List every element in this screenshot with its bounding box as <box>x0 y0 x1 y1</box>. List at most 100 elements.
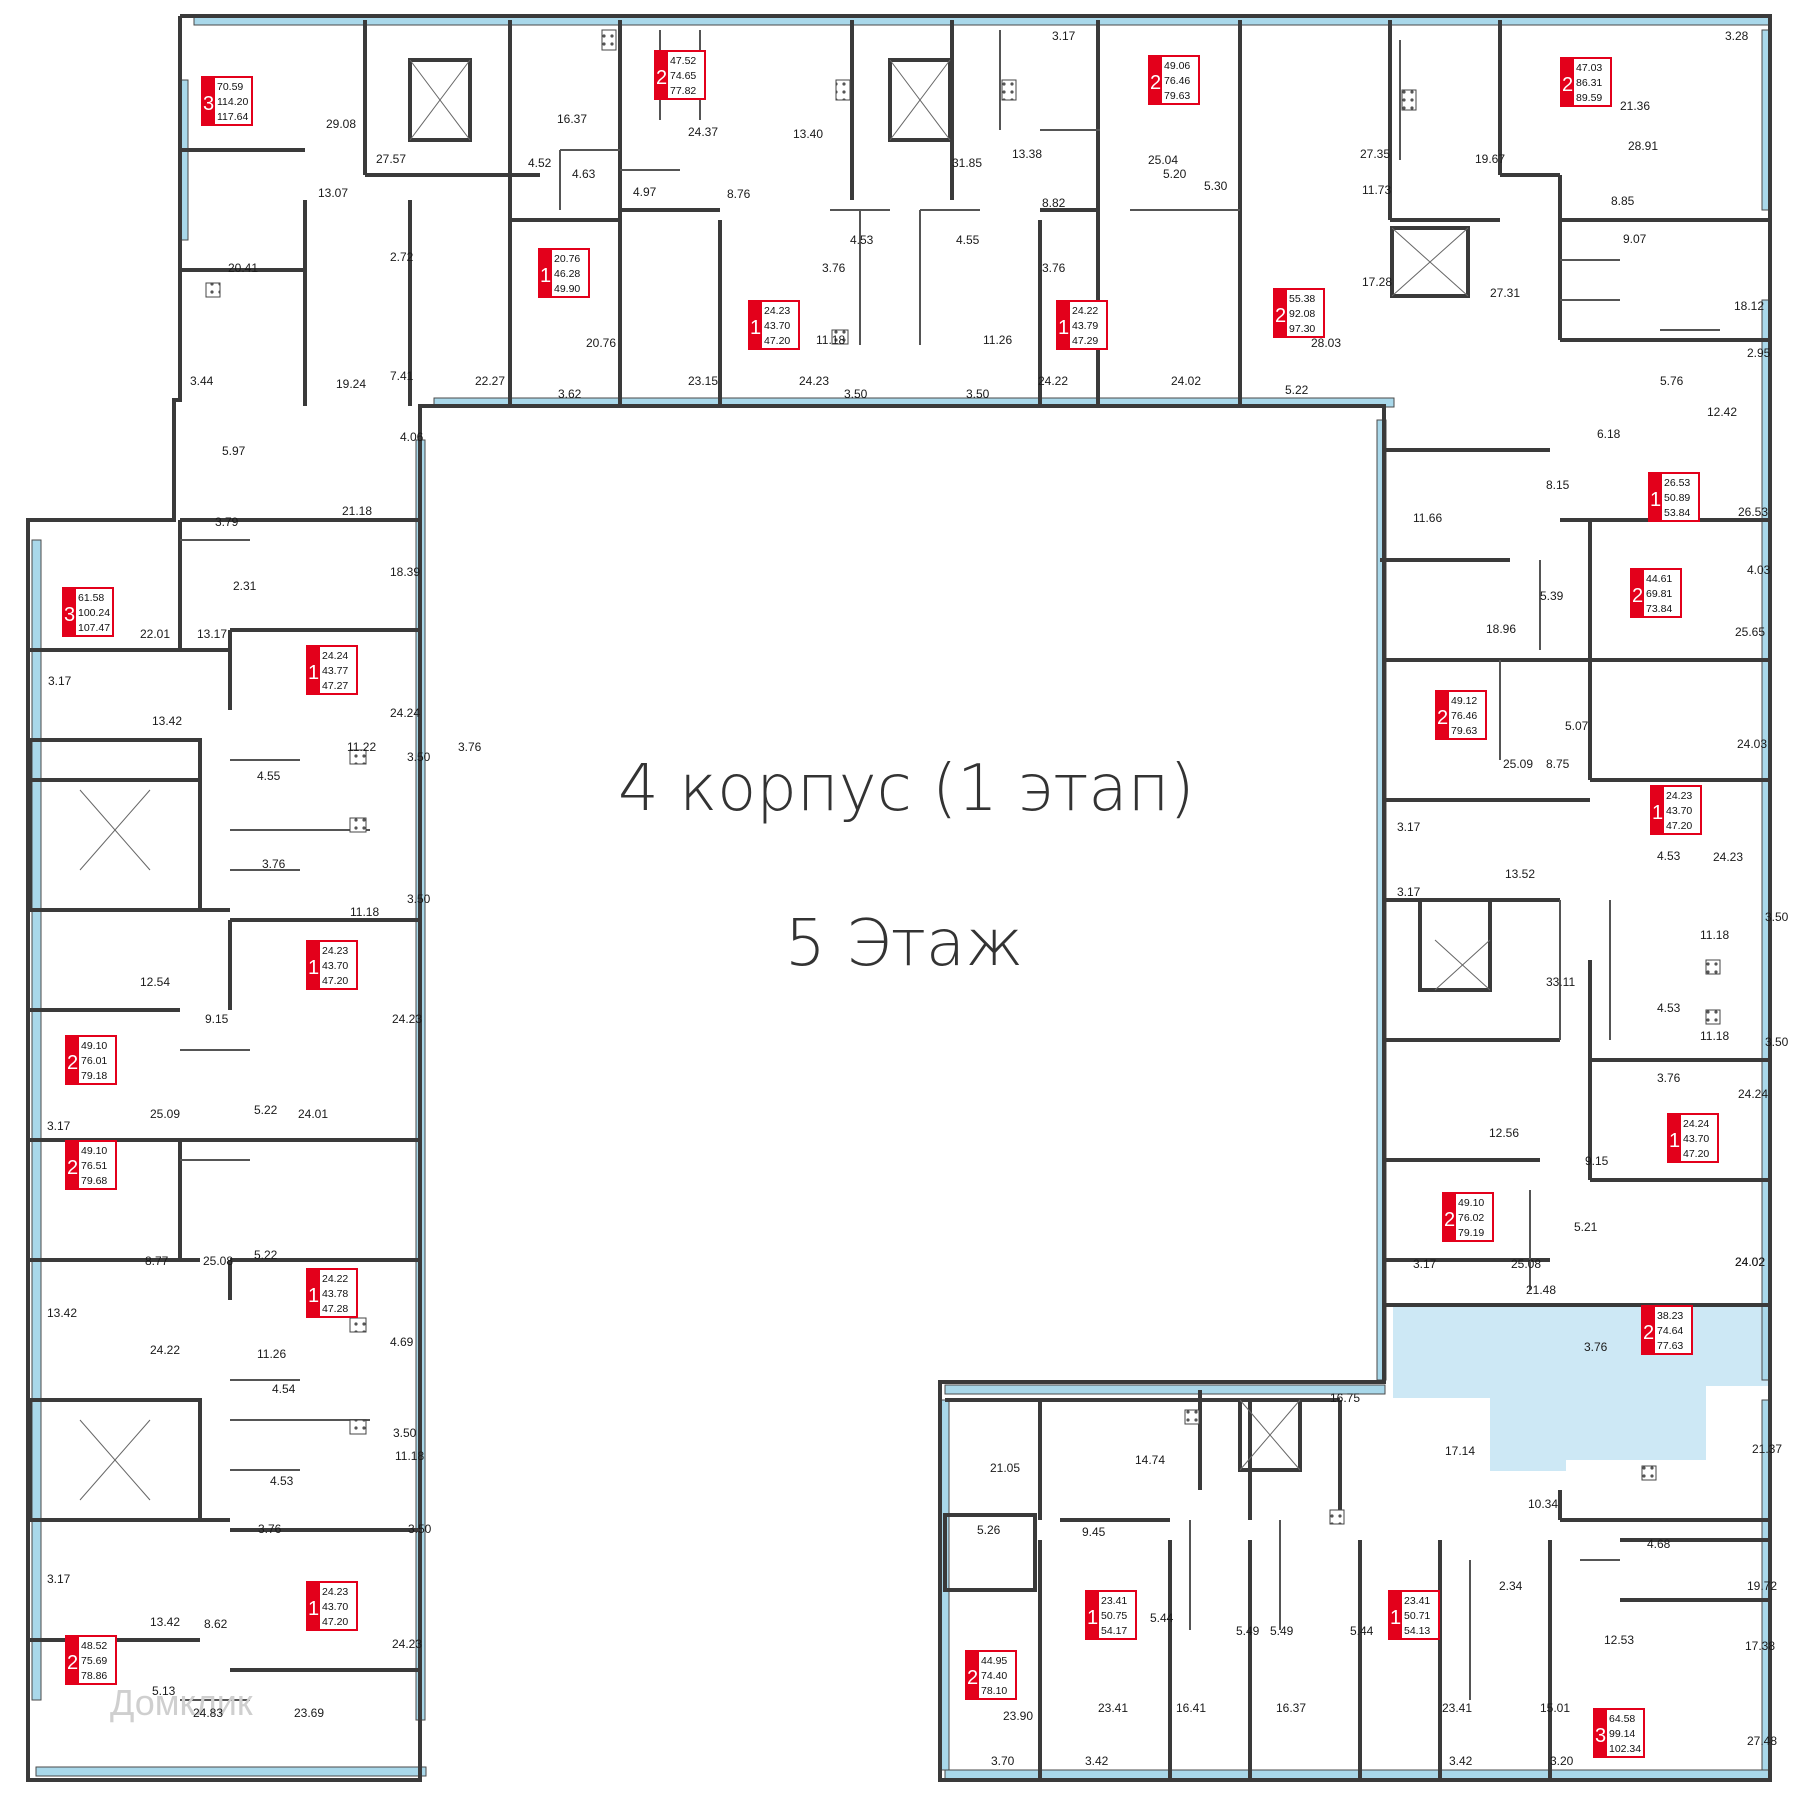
room-area-label: 3.76 <box>258 1522 282 1536</box>
total-area-with-balcony: 53.84 <box>1664 507 1690 519</box>
room-area-label: 12.56 <box>1489 1126 1519 1140</box>
room-area-label: 5.44 <box>1150 1611 1174 1625</box>
room-area-label: 23.15 <box>688 374 718 388</box>
room-area-label: 15.01 <box>1540 1701 1570 1715</box>
badge-area-panel <box>762 302 798 348</box>
room-area-label: 21.05 <box>990 1461 1020 1475</box>
living-area: 61.58 <box>78 592 104 604</box>
room-area-label: 11.18 <box>1700 1029 1729 1043</box>
room-area-label: 25.09 <box>150 1107 180 1121</box>
room-area-label: 3.76 <box>822 261 846 275</box>
badge-area-panel <box>320 1583 356 1629</box>
room-count: 1 <box>1652 802 1663 824</box>
room-area-label: 8.77 <box>145 1254 169 1268</box>
room-area-label: 23.69 <box>294 1706 324 1720</box>
room-area-label: 11.73 <box>1362 183 1391 197</box>
badge-area-panel <box>215 78 251 124</box>
total-area: 43.78 <box>322 1288 348 1300</box>
room-area-label: 8.85 <box>1611 194 1635 208</box>
total-area-with-balcony: 117.64 <box>217 111 248 123</box>
room-area-label: 24.37 <box>688 125 718 139</box>
room-count: 1 <box>1087 1607 1098 1629</box>
badge-area-panel <box>1681 1115 1717 1161</box>
room-area-label: 25.65 <box>1735 625 1765 639</box>
room-area-label: 16.41 <box>1176 1701 1206 1715</box>
room-area-label: 31.85 <box>952 156 982 170</box>
room-area-label: 4.06 <box>400 430 424 444</box>
room-area-label: 23.41 <box>1098 1701 1128 1715</box>
badge-area-panel <box>1607 1710 1643 1756</box>
total-area-with-balcony: 47.20 <box>322 975 348 987</box>
total-area-with-balcony: 47.27 <box>322 680 348 692</box>
room-area-label: 3.17 <box>1413 1257 1437 1271</box>
living-area: 24.23 <box>322 1586 348 1598</box>
room-area-label: 5.07 <box>1565 719 1589 733</box>
total-area: 76.51 <box>81 1160 107 1172</box>
walls <box>26 14 1772 1782</box>
total-area-with-balcony: 102.34 <box>1609 1743 1641 1755</box>
total-area-with-balcony: 79.63 <box>1451 725 1477 737</box>
room-count: 3 <box>203 93 214 115</box>
room-area-label: 18.39 <box>390 565 420 579</box>
living-area: 20.76 <box>554 253 580 265</box>
room-area-label: 3.76 <box>1584 1340 1608 1354</box>
badge-area-panel <box>79 1037 115 1083</box>
living-area: 23.41 <box>1101 1595 1127 1607</box>
badge-area-panel <box>1574 59 1610 105</box>
room-area-label: 6.18 <box>1597 427 1621 441</box>
total-area-with-balcony: 89.59 <box>1576 92 1602 104</box>
room-count: 2 <box>1437 707 1448 729</box>
total-area: 50.71 <box>1404 1610 1430 1622</box>
room-count: 1 <box>308 1598 319 1620</box>
total-area: 74.64 <box>1657 1325 1683 1337</box>
total-area: 50.75 <box>1101 1610 1127 1622</box>
room-area-label: 8.75 <box>1546 757 1570 771</box>
plan-title: 4 корпус (1 этап) <box>618 752 1194 826</box>
room-area-label: 3.50 <box>1765 910 1789 924</box>
room-area-label: 24.03 <box>1737 737 1767 751</box>
room-area-label: 11.26 <box>983 333 1012 347</box>
living-area: 49.10 <box>1458 1197 1484 1209</box>
room-area-label: 24.02 <box>1735 1255 1765 1269</box>
watermark: Домклик <box>110 1682 253 1723</box>
badge-area-panel <box>76 589 112 635</box>
room-area-label: 3.42 <box>1085 1754 1109 1768</box>
total-area-with-balcony: 79.68 <box>81 1175 107 1187</box>
total-area-with-balcony: 73.84 <box>1646 603 1672 615</box>
total-area-with-balcony: 78.86 <box>81 1670 107 1682</box>
room-area-label: 7.41 <box>390 369 414 383</box>
total-area: 43.79 <box>1072 320 1098 332</box>
living-area: 24.23 <box>1666 790 1692 802</box>
room-count: 3 <box>64 604 75 626</box>
room-area-label: 9.45 <box>1082 1525 1106 1539</box>
living-area: 38.23 <box>1657 1310 1683 1322</box>
room-area-label: 12.42 <box>1707 405 1737 419</box>
room-area-label: 4.68 <box>1647 1537 1671 1551</box>
room-count: 2 <box>656 67 667 89</box>
room-area-label: 24.22 <box>1038 374 1068 388</box>
total-area: 86.31 <box>1576 77 1602 89</box>
windows <box>31 15 1772 1780</box>
room-area-label: 13.38 <box>1012 147 1042 161</box>
room-area-label: 3.79 <box>215 515 239 529</box>
room-area-label: 3.50 <box>407 892 431 906</box>
total-area-with-balcony: 47.20 <box>1666 820 1692 832</box>
room-area-label: 20.41 <box>228 261 258 275</box>
living-area: 49.10 <box>81 1040 107 1052</box>
total-area-with-balcony: 47.20 <box>764 335 790 347</box>
room-area-label: 24.23 <box>392 1637 422 1651</box>
room-count: 1 <box>1650 489 1661 511</box>
badge-area-panel <box>1402 1592 1438 1638</box>
room-area-label: 17.28 <box>1362 275 1392 289</box>
total-area: 43.70 <box>764 320 790 332</box>
vent-shafts <box>205 29 1721 1525</box>
room-area-label: 4.63 <box>572 167 596 181</box>
room-area-label: 5.49 <box>1270 1624 1294 1638</box>
room-area-label: 24.02 <box>1735 1255 1765 1269</box>
